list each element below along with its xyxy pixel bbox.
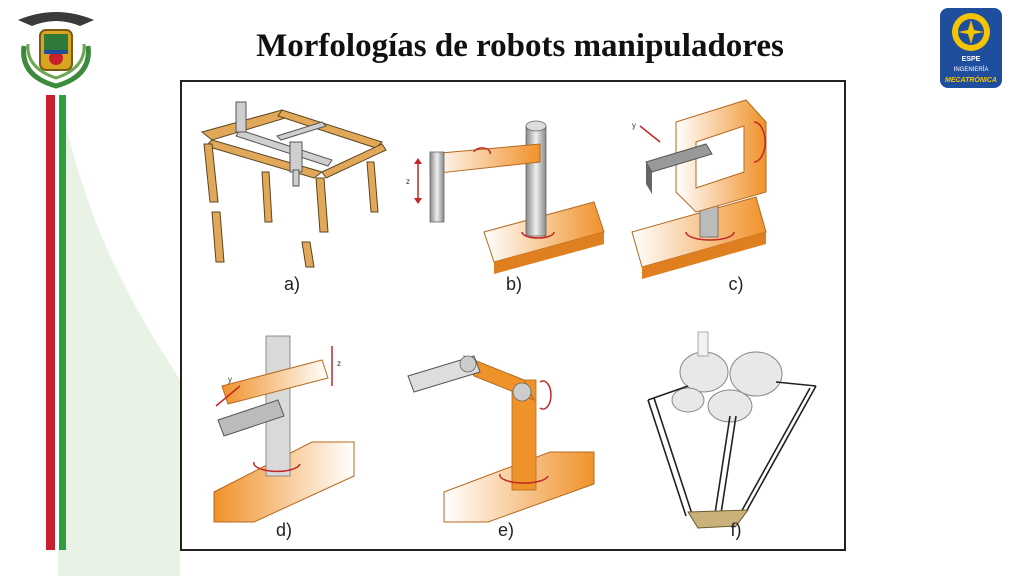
panel-a-cartesian-robot: a) bbox=[182, 82, 404, 316]
panel-f-parallel-delta-robot: f) bbox=[626, 316, 848, 550]
axis-label-z-d: z bbox=[337, 359, 341, 368]
panel-label-a: a) bbox=[283, 274, 300, 294]
panel-b-scara-robot: z b) bbox=[404, 82, 626, 316]
axis-label-y-c: y bbox=[632, 121, 636, 130]
axis-label-y-d: y bbox=[228, 375, 232, 384]
panel-e-articulated-robot: e) bbox=[404, 316, 626, 550]
panel-label-e: e) bbox=[497, 520, 514, 540]
slide-title: Morfologías de robots manipuladores bbox=[256, 28, 784, 64]
espe-mecatronica-logo: ESPE INGENIERÍA MECATRÓNICA bbox=[940, 8, 1002, 88]
panel-c-cylindrical-robot: y c) bbox=[626, 82, 848, 316]
panel-d-cartesian-column-robot: y z d) bbox=[182, 316, 404, 550]
left-decoration bbox=[46, 90, 180, 576]
panel-label-d: d) bbox=[275, 520, 292, 540]
axis-label-z-b: z bbox=[406, 177, 410, 186]
panel-label-c: c) bbox=[728, 274, 744, 294]
logo-text-ingenieria: INGENIERÍA bbox=[954, 66, 989, 73]
logo-text-espe: ESPE bbox=[962, 56, 981, 63]
panel-label-b: b) bbox=[505, 274, 522, 294]
robot-morphologies-figure: a) z b) bbox=[180, 80, 846, 551]
panel-label-f: f) bbox=[730, 520, 742, 540]
university-crest-logo bbox=[18, 12, 94, 89]
logo-text-mecatronica: MECATRÓNICA bbox=[945, 75, 997, 84]
